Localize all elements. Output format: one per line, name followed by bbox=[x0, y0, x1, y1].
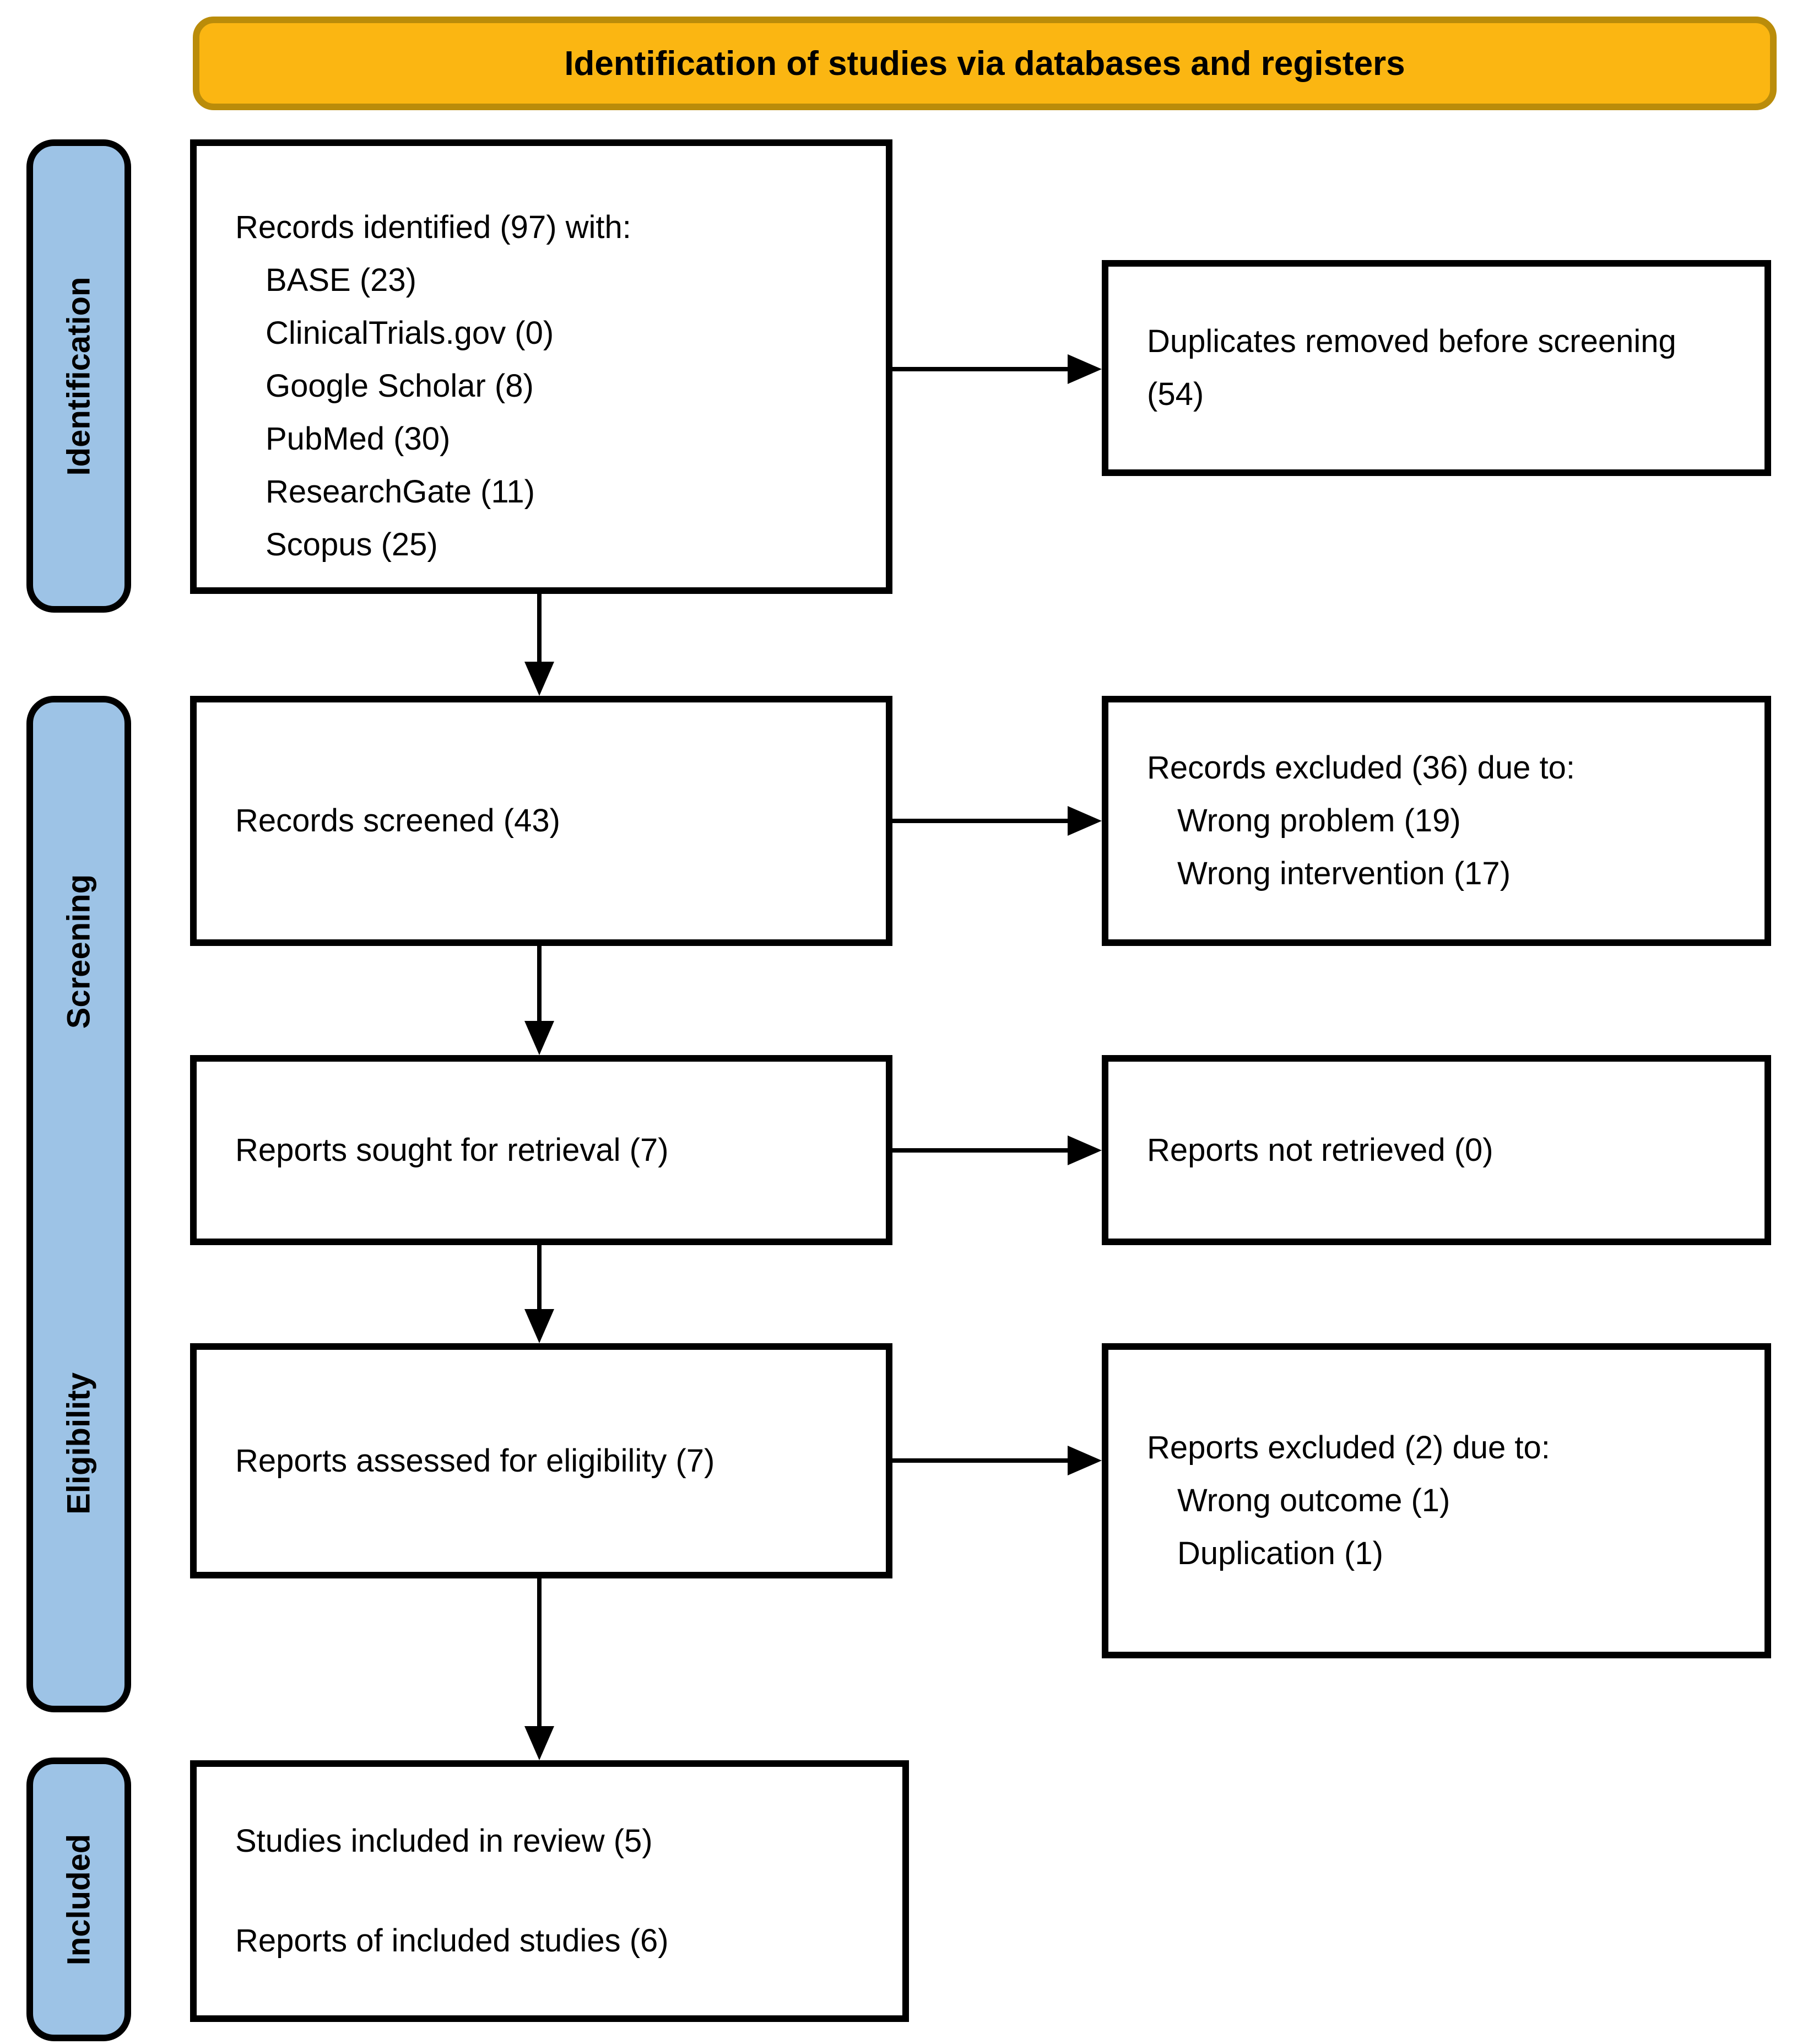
reports-excluded-reason-duplication: Duplication (1) bbox=[1177, 1535, 1383, 1571]
arrow-assessed-to-included bbox=[524, 1578, 554, 1760]
arrow-screened-to-excluded bbox=[892, 806, 1102, 836]
arrow-head-down-icon bbox=[524, 662, 554, 696]
arrow-screened-to-sought bbox=[524, 946, 554, 1055]
sidebar-label-included: Included bbox=[61, 1834, 97, 1965]
arrow-shaft bbox=[537, 946, 542, 1025]
source-scopus: Scopus (25) bbox=[266, 527, 438, 563]
sidebar-label-eligibility: Eligibility bbox=[61, 1372, 97, 1515]
source-clinicaltrials: ClinicalTrials.gov (0) bbox=[266, 315, 554, 351]
source-researchgate: ResearchGate (11) bbox=[266, 474, 535, 510]
source-google-scholar: Google Scholar (8) bbox=[266, 368, 534, 404]
records-screened-text: Records screened (43) bbox=[235, 803, 560, 839]
duplicates-removed-text: Duplicates removed before screening (54) bbox=[1147, 323, 1676, 412]
reports-of-included-text: Reports of included studies (6) bbox=[235, 1923, 669, 1959]
banner: Identification of studies via databases … bbox=[193, 17, 1777, 110]
arrow-head-right-icon bbox=[1068, 1135, 1102, 1165]
arrow-head-down-icon bbox=[524, 1726, 554, 1760]
arrow-head-right-icon bbox=[1068, 1446, 1102, 1475]
source-base: BASE (23) bbox=[266, 262, 416, 298]
records-excluded-intro: Records excluded (36) due to: bbox=[1147, 750, 1575, 786]
arrow-shaft bbox=[892, 1148, 1073, 1153]
arrow-shaft bbox=[537, 1245, 542, 1313]
box-reports-sought: Reports sought for retrieval (7) bbox=[190, 1055, 892, 1245]
sidebar-stage-screening-eligibility: Screening Eligibility bbox=[26, 696, 131, 1712]
reports-assessed-text: Reports assessed for eligibility (7) bbox=[235, 1442, 715, 1479]
arrow-identified-to-duplicates bbox=[892, 354, 1102, 384]
arrow-sought-to-assessed bbox=[524, 1245, 554, 1343]
banner-title: Identification of studies via databases … bbox=[564, 44, 1405, 83]
arrow-shaft bbox=[892, 819, 1073, 823]
records-identified-intro: Records identified (97) with: bbox=[235, 209, 631, 245]
source-pubmed: PubMed (30) bbox=[266, 421, 451, 457]
arrow-shaft bbox=[537, 1578, 542, 1730]
sidebar-stage-identification: Identification bbox=[26, 139, 131, 613]
arrow-shaft bbox=[892, 1458, 1073, 1463]
box-studies-included: Studies included in review (5) Reports o… bbox=[190, 1760, 909, 2022]
reports-not-retrieved-text: Reports not retrieved (0) bbox=[1147, 1132, 1493, 1168]
sidebar-stage-included: Included bbox=[26, 1758, 131, 2041]
arrow-assessed-to-excluded bbox=[892, 1446, 1102, 1475]
arrow-sought-to-not-retrieved bbox=[892, 1135, 1102, 1165]
arrow-shaft bbox=[537, 594, 542, 666]
box-records-excluded: Records excluded (36) due to: Wrong prob… bbox=[1102, 696, 1771, 946]
reports-excluded-reason-wrong-outcome: Wrong outcome (1) bbox=[1177, 1483, 1450, 1518]
records-excluded-reason-wrong-problem: Wrong problem (19) bbox=[1177, 803, 1461, 839]
sidebar-label-identification: Identification bbox=[61, 277, 97, 475]
arrow-head-down-icon bbox=[524, 1021, 554, 1055]
box-records-screened: Records screened (43) bbox=[190, 696, 892, 946]
box-reports-assessed: Reports assessed for eligibility (7) bbox=[190, 1343, 892, 1578]
arrow-identified-to-screened bbox=[524, 594, 554, 696]
reports-sought-text: Reports sought for retrieval (7) bbox=[235, 1132, 669, 1168]
box-duplicates-removed: Duplicates removed before screening (54) bbox=[1102, 260, 1771, 476]
box-records-identified: Records identified (97) with: BASE (23) … bbox=[190, 139, 892, 594]
arrow-head-right-icon bbox=[1068, 354, 1102, 384]
reports-excluded-intro: Reports excluded (2) due to: bbox=[1147, 1430, 1550, 1466]
studies-included-text: Studies included in review (5) bbox=[235, 1823, 653, 1859]
arrow-head-right-icon bbox=[1068, 806, 1102, 836]
records-excluded-reason-wrong-intervention: Wrong intervention (17) bbox=[1177, 856, 1511, 891]
box-reports-not-retrieved: Reports not retrieved (0) bbox=[1102, 1055, 1771, 1245]
arrow-head-down-icon bbox=[524, 1309, 554, 1343]
box-reports-excluded: Reports excluded (2) due to: Wrong outco… bbox=[1102, 1343, 1771, 1658]
sidebar-label-screening: Screening bbox=[61, 874, 97, 1029]
arrow-shaft bbox=[892, 367, 1073, 371]
